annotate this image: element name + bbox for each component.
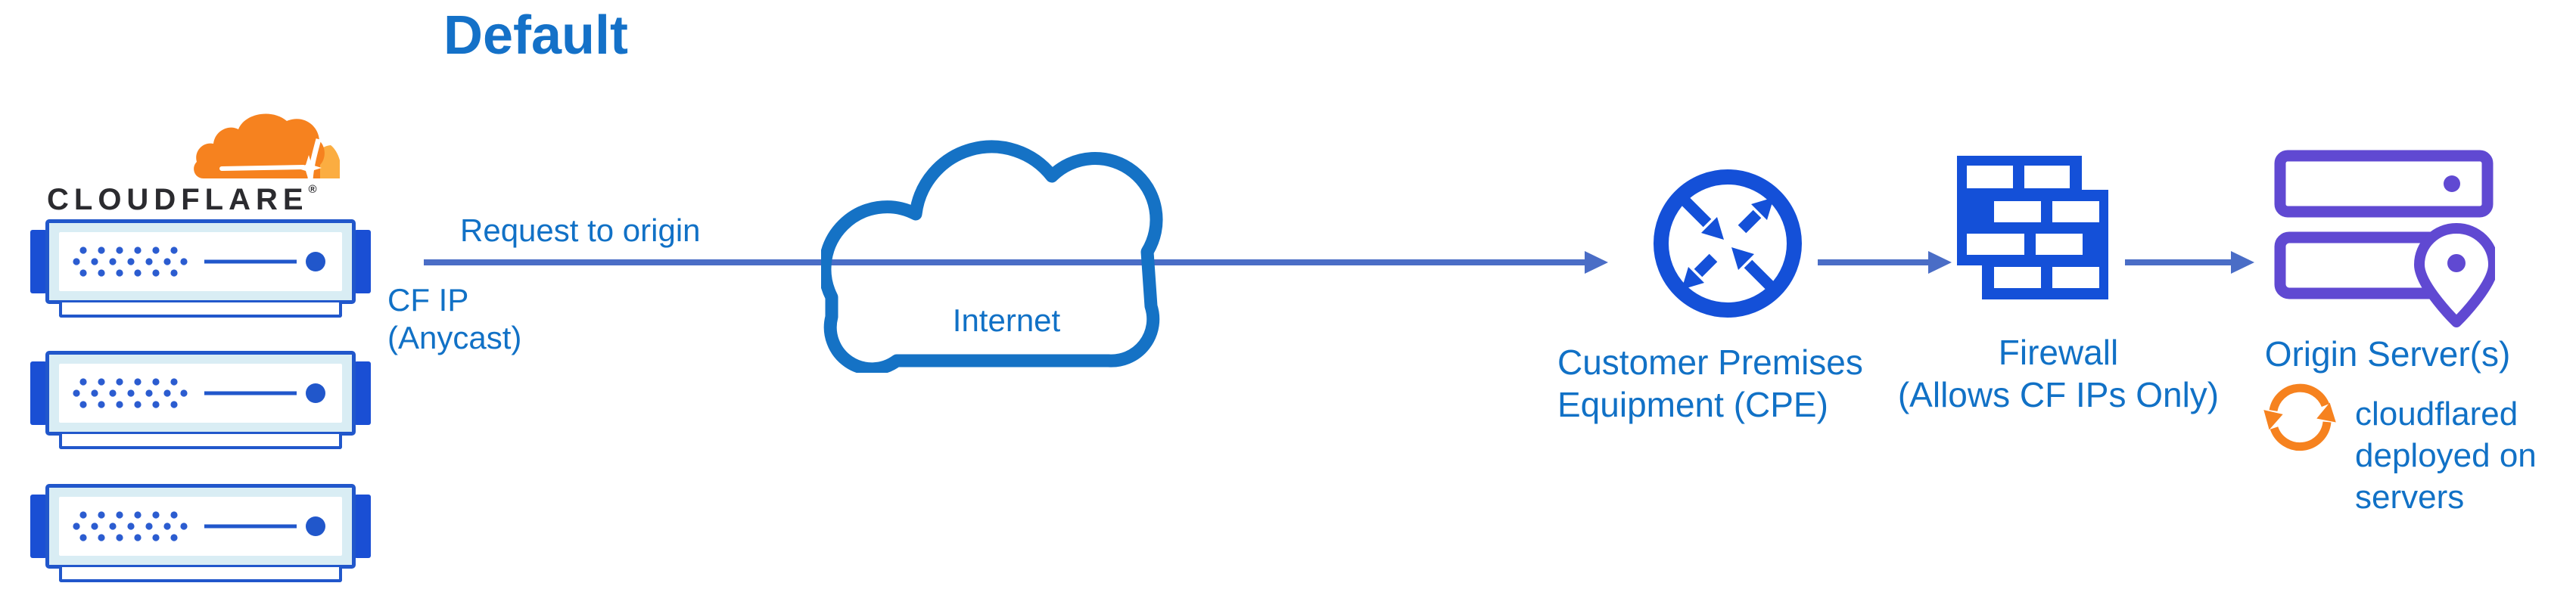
- cloudflare-wordmark: CLOUDFLARE®: [47, 183, 317, 217]
- firewall-brick-icon: [1957, 156, 2108, 299]
- server-ear-right: [354, 361, 371, 425]
- server-body: [45, 219, 356, 304]
- server-ear-left: [30, 495, 47, 558]
- cloudflare-edge-server-icon: [30, 219, 371, 319]
- origin-server-label: Origin Server(s): [2264, 334, 2511, 374]
- cloudflared-note-line: cloudflared: [2355, 395, 2518, 433]
- cpe-label-line: Customer Premises: [1557, 343, 1863, 382]
- origin-server-icon: [2274, 150, 2495, 327]
- server-ear-right: [354, 495, 371, 558]
- server-vent-dots: [73, 511, 188, 541]
- server-vent-dots: [73, 378, 188, 408]
- diagram-title: Default: [443, 5, 629, 66]
- cloudflare-edge-server-icon: [30, 484, 371, 584]
- server-slot-line: [204, 391, 297, 395]
- firewall-label: Firewall (Allows CF IPs Only): [1892, 331, 2225, 416]
- server-slot-line: [204, 524, 297, 529]
- internet-label: Internet: [952, 302, 1061, 338]
- server-power-dot: [306, 252, 325, 271]
- cloudflared-note: cloudflared deployed on servers: [2355, 393, 2537, 518]
- arrow-head-to-origin-icon: [2231, 251, 2254, 274]
- firewall-label-line: (Allows CF IPs Only): [1897, 375, 2220, 414]
- flow-line-cpe-firewall: [1818, 259, 1928, 265]
- cloudflare-wordmark-text: CLOUDFLARE: [47, 183, 309, 216]
- flow-line-firewall-origin: [2125, 259, 2231, 265]
- request-to-origin-label: Request to origin: [460, 212, 701, 248]
- internet-cloud-icon: [821, 140, 1163, 373]
- server-panel: [59, 232, 342, 291]
- cloudflared-note-line: servers: [2355, 479, 2465, 516]
- cpe-router-icon: [1654, 169, 1802, 318]
- server-base-tray: [59, 567, 342, 582]
- cloudflare-logo-cloud-icon: [194, 113, 340, 181]
- flow-line-request: [424, 259, 1585, 265]
- cpe-label-line: Equipment (CPE): [1557, 385, 1828, 424]
- server-ear-right: [354, 230, 371, 293]
- server-body: [45, 484, 356, 569]
- cf-ip-line: (Anycast): [387, 320, 522, 355]
- server-panel: [59, 364, 342, 423]
- cf-ip-anycast-label: CF IP (Anycast): [387, 281, 521, 357]
- server-base-tray: [59, 434, 342, 449]
- server-power-dot: [306, 516, 325, 536]
- cpe-label: Customer Premises Equipment (CPE): [1557, 341, 1863, 426]
- firewall-label-line: Firewall: [1998, 333, 2119, 372]
- cloudflared-note-line: deployed on: [2355, 437, 2537, 474]
- arrow-head-to-firewall-icon: [1928, 251, 1952, 274]
- server-vent-dots: [73, 247, 188, 277]
- server-power-dot: [306, 383, 325, 403]
- arrow-head-to-cpe-icon: [1585, 251, 1608, 274]
- cf-ip-line: CF IP: [387, 282, 469, 318]
- cloudflare-edge-server-icon: [30, 351, 371, 451]
- server-body: [45, 351, 356, 436]
- registered-mark: ®: [308, 183, 317, 196]
- server-base-tray: [59, 302, 342, 318]
- server-ear-left: [30, 361, 47, 425]
- server-panel: [59, 497, 342, 556]
- server-slot-line: [204, 259, 297, 264]
- cloudflared-sync-icon: [2263, 383, 2336, 451]
- server-ear-left: [30, 230, 47, 293]
